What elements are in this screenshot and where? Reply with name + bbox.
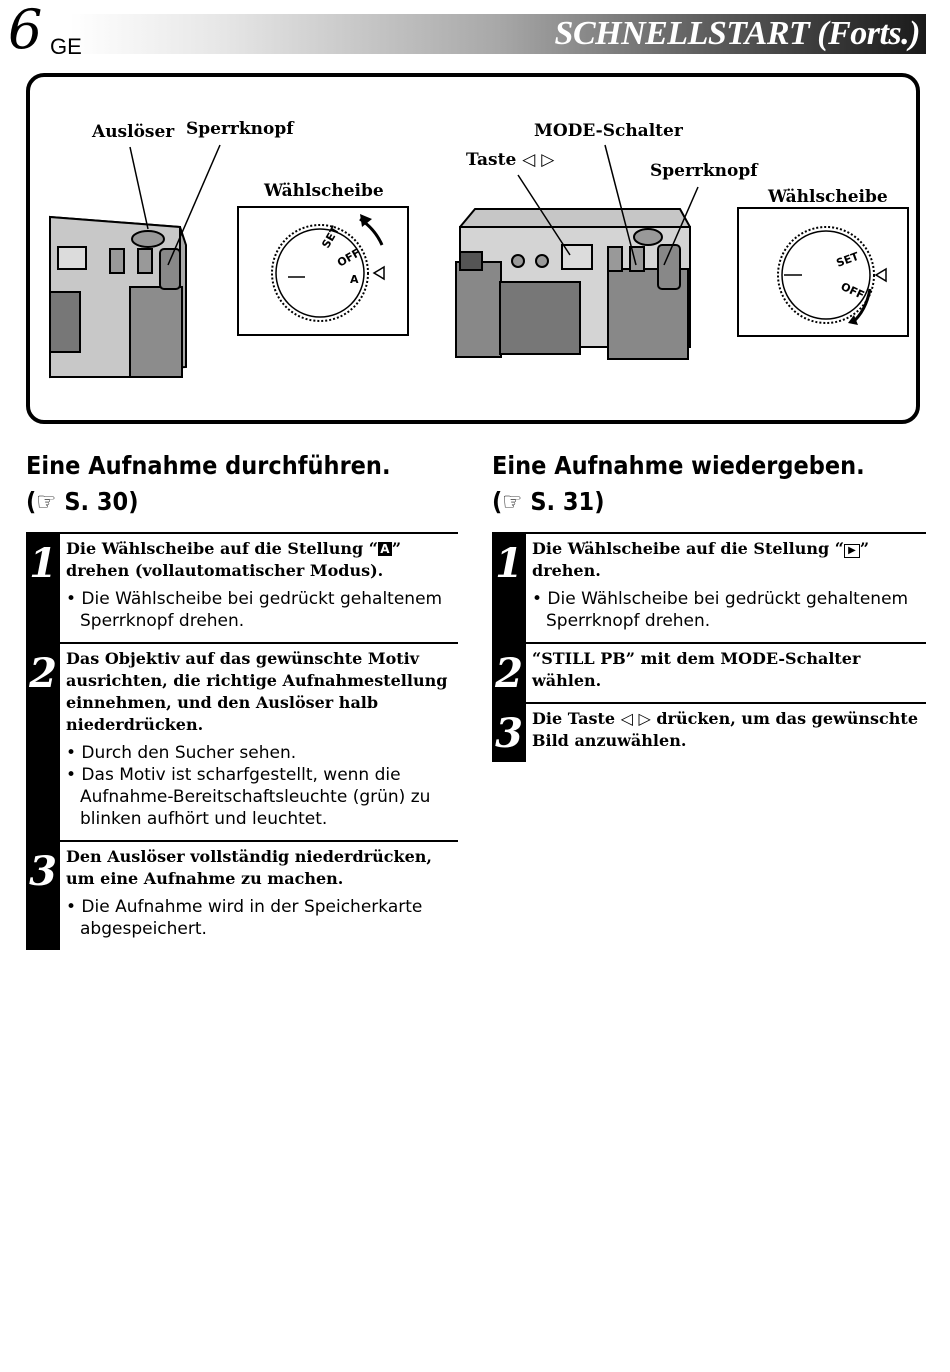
step-title: Die Wählscheibe auf die Stellung “A” dre… — [66, 539, 402, 580]
record-step-1: 1 Die Wählscheibe auf die Stellung “A” d… — [26, 534, 458, 644]
label-taste: Taste ◁ ▷ — [466, 150, 555, 170]
step-number: 2 — [26, 644, 60, 840]
step-number: 3 — [26, 842, 60, 950]
play-icon: ▶ — [843, 544, 860, 558]
section-playback: Eine Aufnahme wiedergeben. (☞ S. 31) 1 D… — [492, 448, 926, 762]
step-bullet: • Die Wählscheibe bei gedrückt gehaltene… — [66, 589, 443, 631]
step-title: Die Wählscheibe auf die Stellung “▶” dre… — [532, 539, 870, 580]
camera-diagram: SET OFF A SET OFF Auslöser Sperrknopf Wä… — [26, 73, 920, 424]
step-title: Die Taste ◁ ▷ drücken, um das gewünschte… — [532, 709, 918, 750]
playback-heading: Eine Aufnahme wiedergeben. (☞ S. 31) — [492, 448, 883, 520]
right-dial-box — [737, 207, 909, 337]
playback-step-2: 2 “STILL PB” mit dem MODE-Schalter wähle… — [492, 644, 926, 704]
label-waehlscheibe-right: Wählscheibe — [768, 187, 888, 207]
label-mode-schalter: MODE-Schalter — [534, 121, 683, 141]
step-number: 1 — [26, 534, 60, 642]
step-title: Den Auslöser vollständig niederdrücken, … — [66, 847, 432, 888]
section-title: SCHNELLSTART (Forts.) — [554, 15, 921, 52]
language-code: GE — [50, 34, 82, 59]
label-sperrknopf-right: Sperrknopf — [650, 161, 758, 181]
left-camera — [49, 215, 187, 379]
step-number: 1 — [492, 534, 526, 642]
step-bullet: • Die Wählscheibe bei gedrückt gehaltene… — [532, 589, 909, 631]
record-steps: 1 Die Wählscheibe auf die Stellung “A” d… — [26, 532, 458, 950]
label-ausloeser: Auslöser — [92, 122, 175, 142]
playback-step-1: 1 Die Wählscheibe auf die Stellung “▶” d… — [492, 534, 926, 644]
step-bullet: • Durch den Sucher sehen. — [66, 743, 297, 763]
step-bullet: • Das Motiv ist scharfgestellt, wenn die… — [66, 765, 431, 829]
page-number: 6 — [8, 0, 43, 61]
auto-mode-icon: A — [377, 542, 392, 556]
record-heading-ref: S. 30) — [64, 487, 139, 516]
playback-heading-paren: ( — [492, 487, 503, 516]
playback-heading-line1: Eine Aufnahme wiedergeben. — [492, 451, 865, 480]
leader-lines — [129, 144, 699, 266]
playback-step-3: 3 Die Taste ◁ ▷ drücken, um das gewünsch… — [492, 704, 926, 762]
playback-steps: 1 Die Wählscheibe auf die Stellung “▶” d… — [492, 532, 926, 762]
right-camera — [455, 208, 691, 360]
record-heading-paren: ( — [26, 487, 37, 516]
playback-heading-ref: S. 31) — [530, 487, 605, 516]
step-number: 2 — [492, 644, 526, 702]
section-record: Eine Aufnahme durchführen. (☞ S. 30) 1 D… — [26, 448, 458, 950]
hand-pointer-icon: ☞ — [36, 487, 57, 516]
left-dial-box — [237, 206, 409, 336]
step-title: Das Objektiv auf das gewünschte Motiv au… — [66, 649, 448, 734]
header-bar — [70, 14, 926, 54]
step-number: 3 — [492, 704, 526, 762]
record-step-3: 3 Den Auslöser vollständig niederdrücken… — [26, 842, 458, 950]
camera-illustration: SET OFF A SET OFF — [49, 144, 909, 379]
label-waehlscheibe-left: Wählscheibe — [264, 181, 384, 201]
hand-pointer-icon: ☞ — [502, 487, 523, 516]
record-step-2: 2 Das Objektiv auf das gewünschte Motiv … — [26, 644, 458, 842]
record-heading: Eine Aufnahme durchführen. (☞ S. 30) — [26, 448, 415, 520]
record-heading-line1: Eine Aufnahme durchführen. — [26, 451, 391, 480]
step-title: “STILL PB” mit dem MODE-Schalter wählen. — [532, 649, 861, 690]
dial-left-a: A — [350, 273, 359, 286]
label-sperrknopf-left: Sperrknopf — [186, 119, 294, 139]
step-bullet: • Die Aufnahme wird in der Speicherkarte… — [66, 897, 423, 939]
